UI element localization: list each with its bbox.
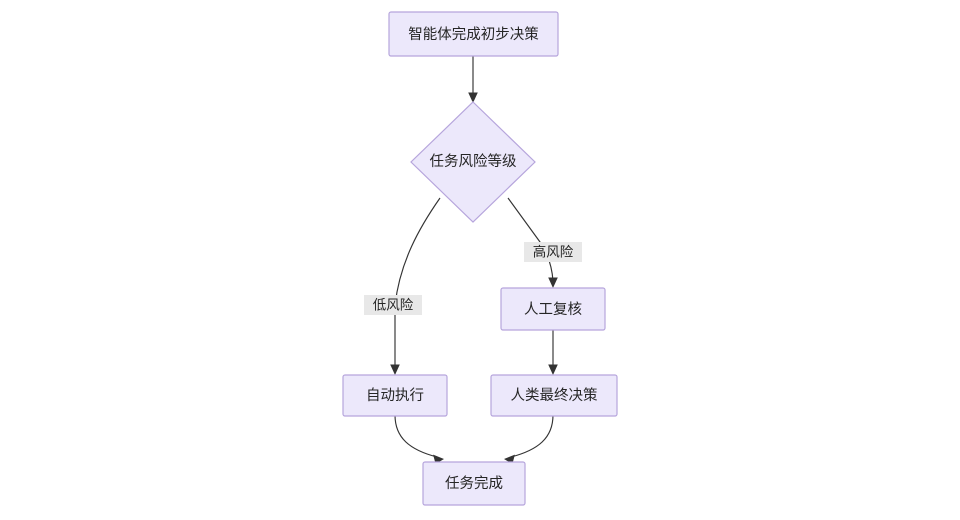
- edge-path: [394, 197, 441, 368]
- node-label: 人类最终决策: [511, 387, 598, 404]
- arrow-head-icon: [548, 277, 558, 288]
- node-label: 自动执行: [366, 387, 424, 404]
- node-shape-rect[interactable]: [500, 287, 606, 331]
- node-start[interactable]: 智能体完成初步决策: [388, 11, 559, 57]
- node-shape-rect[interactable]: [422, 461, 526, 506]
- edge-label-text: 高风险: [533, 244, 574, 260]
- edge-label-low-risk: 低风险: [364, 295, 422, 315]
- node-label: 智能体完成初步决策: [408, 26, 539, 43]
- node-shape-rect[interactable]: [342, 374, 448, 417]
- node-review[interactable]: 人工复核: [500, 287, 606, 331]
- node-label: 人工复核: [524, 300, 582, 318]
- edge-label-high-risk: 高风险: [524, 242, 582, 262]
- arrow-head-icon: [548, 364, 558, 375]
- edge-start-to-decision: [468, 56, 478, 103]
- edge-label-background: [364, 295, 422, 315]
- node-shape-rect[interactable]: [388, 11, 559, 57]
- edge-review-to-human: [548, 330, 558, 375]
- edge-label-background: [524, 242, 582, 262]
- edge-decision-to-auto: [390, 197, 441, 375]
- arrow-head-icon: [468, 92, 478, 103]
- node-shape-diamond[interactable]: [410, 101, 536, 223]
- edge-path: [510, 414, 554, 458]
- edge-human-to-done: [504, 414, 554, 464]
- node-label: 任务风险等级: [430, 152, 517, 170]
- node-shape-rect[interactable]: [490, 374, 618, 417]
- node-label: 任务完成: [445, 475, 503, 492]
- edge-path: [507, 197, 554, 282]
- edge-label-text: 低风险: [373, 298, 414, 313]
- node-auto[interactable]: 自动执行: [342, 374, 448, 417]
- node-human[interactable]: 人类最终决策: [490, 374, 618, 417]
- edge-auto-to-done: [394, 414, 444, 464]
- edge-path: [394, 414, 438, 458]
- node-decision[interactable]: 任务风险等级: [410, 101, 536, 223]
- node-done[interactable]: 任务完成: [422, 461, 526, 506]
- arrow-head-icon: [390, 364, 400, 375]
